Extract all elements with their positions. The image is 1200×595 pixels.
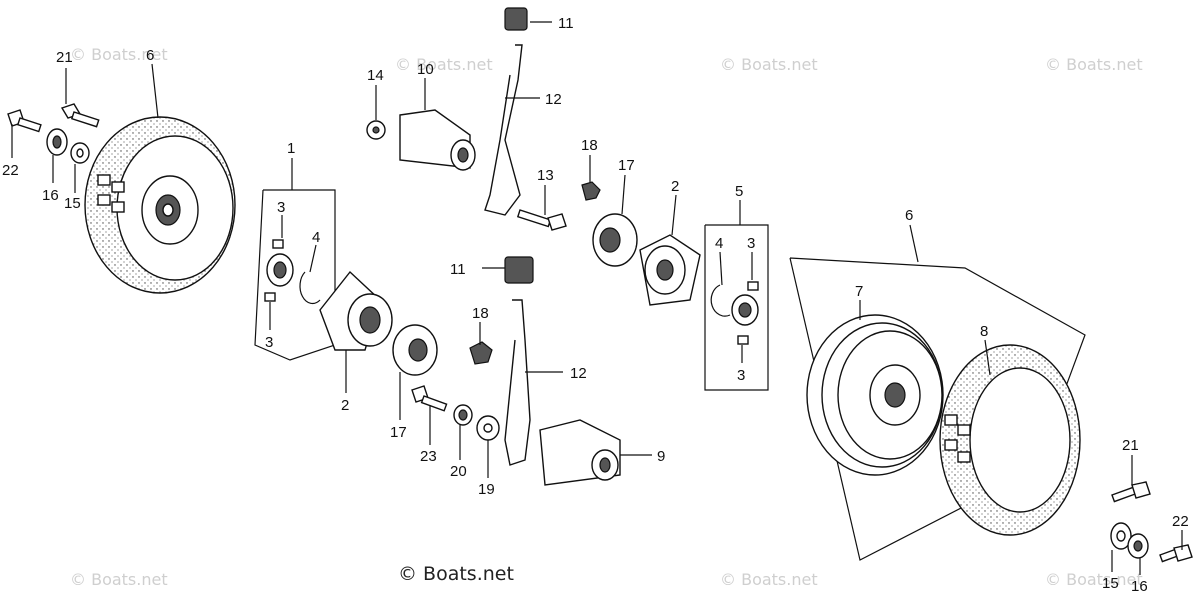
callout-8: 8 (980, 323, 988, 340)
callout-labels: 11 12 10 14 21 6 22 16 15 1 3 4 3 2 17 1… (2, 15, 1189, 595)
washer-hole (372, 126, 380, 134)
arm-icon (484, 7, 528, 216)
bolt-icon (516, 209, 567, 231)
watermark-main: © Boats.net (398, 563, 514, 585)
callout-3: 3 (277, 199, 285, 216)
watermark-text: © Boats.net (70, 45, 168, 64)
bolt-icon (60, 103, 100, 128)
watermark-text: © Boats.net (70, 570, 168, 589)
callout-3: 3 (737, 367, 745, 384)
washer-hole (1133, 540, 1143, 552)
callout-18: 18 (581, 137, 598, 154)
group-bracket-5 (704, 224, 769, 391)
tread-pattern-icon (97, 174, 125, 213)
flange-hub-icon (639, 234, 701, 306)
bolt-icon (1111, 481, 1151, 503)
callout-11: 11 (450, 261, 466, 278)
watermark-text: © Boats.net (720, 570, 818, 589)
callout-16: 16 (42, 187, 59, 204)
nut-icon (469, 341, 493, 365)
bearing-icon (731, 281, 759, 345)
group-bracket-1 (254, 189, 336, 361)
callout-2: 2 (341, 397, 349, 414)
callout-5: 5 (735, 183, 743, 200)
callout-13: 13 (537, 167, 554, 184)
callout-14: 14 (367, 67, 384, 84)
callout-22: 22 (2, 162, 19, 179)
callout-3: 3 (265, 334, 273, 351)
spacer-icon (592, 213, 638, 267)
callout-17: 17 (618, 157, 635, 174)
bearing-icon (264, 239, 294, 302)
watermark-text: © Boats.net (1045, 570, 1143, 589)
callout-6: 6 (905, 207, 913, 224)
washer-hole (1116, 530, 1126, 542)
wheel-icon (84, 116, 236, 294)
arm-icon (504, 256, 534, 466)
bracket-icon (539, 419, 621, 486)
snap-ring-icon (710, 284, 731, 317)
callout-23: 23 (420, 448, 437, 465)
spacer-icon (392, 324, 438, 376)
callout-15: 15 (64, 195, 81, 212)
callout-17: 17 (390, 424, 407, 441)
callout-12: 12 (570, 365, 587, 382)
watermark-text: © Boats.net (1045, 55, 1143, 74)
bolt-icon (7, 109, 42, 133)
callout-4: 4 (715, 235, 723, 252)
callout-12: 12 (545, 91, 562, 108)
watermark-text: © Boats.net (395, 55, 493, 74)
washer-hole (458, 409, 468, 421)
bolt-icon (1159, 544, 1193, 563)
callout-4: 4 (312, 229, 320, 246)
callout-20: 20 (450, 463, 467, 480)
nut-icon (581, 181, 601, 201)
callout-2: 2 (671, 178, 679, 195)
callout-16: 16 (1131, 578, 1148, 595)
leader-lines (11, 21, 1183, 575)
watermark-layer: © Boats.net © Boats.net © Boats.net © Bo… (70, 45, 1143, 589)
washer-hole (52, 135, 62, 149)
tire-icon (939, 344, 1081, 536)
callout-18: 18 (472, 305, 489, 322)
washer-hole (483, 423, 493, 433)
washer-hole (76, 148, 84, 158)
rim-icon (806, 314, 944, 476)
callout-21: 21 (56, 49, 73, 66)
callout-6: 6 (146, 47, 154, 64)
bolt-icon (411, 385, 448, 412)
tread-pattern-icon (944, 414, 971, 463)
callout-22: 22 (1172, 513, 1189, 530)
callout-1: 1 (287, 140, 295, 157)
bracket-icon (399, 109, 476, 171)
callout-19: 19 (478, 481, 495, 498)
callout-21: 21 (1122, 437, 1139, 454)
snap-ring-icon (299, 271, 321, 305)
callout-11: 11 (558, 15, 574, 32)
callout-3: 3 (747, 235, 755, 252)
watermark-text: © Boats.net (720, 55, 818, 74)
callout-15: 15 (1102, 575, 1119, 592)
callout-7: 7 (855, 283, 863, 300)
callout-10: 10 (417, 61, 434, 78)
flange-hub-icon (319, 270, 393, 351)
callout-9: 9 (657, 448, 665, 465)
